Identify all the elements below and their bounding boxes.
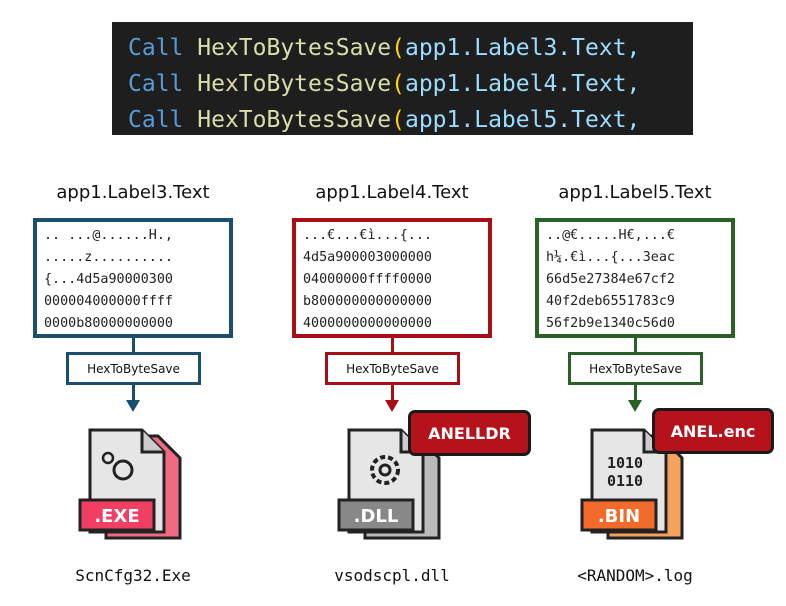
column-title: app1.Label3.Text <box>56 182 210 203</box>
column-title: app1.Label4.Text <box>315 182 469 203</box>
code-line: Call HexToBytesSave(app1.Label5.Text, <box>128 107 641 133</box>
hex-box: .. ...@......H., .....z.......... {...4d… <box>33 218 233 338</box>
function-box: HexToByteSave <box>568 352 703 385</box>
svg-text:0110: 0110 <box>607 472 643 490</box>
function-box: HexToByteSave <box>66 352 201 385</box>
arrow-down-icon <box>628 400 642 412</box>
connector <box>132 338 135 352</box>
exe-file-icon: .EXE <box>78 428 182 540</box>
code-snippet: Call HexToBytesSave(app1.Label3.Text, Ca… <box>112 22 693 135</box>
column-label4: app1.Label4.Text ...€...€ì...{... 4d5a90… <box>282 0 531 606</box>
column-title: app1.Label5.Text <box>558 182 712 203</box>
column-label5: app1.Label5.Text ..@€.....H€,...€ h¼.€ì.… <box>525 0 774 606</box>
badge-anelldr: ANELLDR <box>408 410 531 456</box>
hex-box: ..@€.....H€,...€ h¼.€ì...{...3eac 66d5e2… <box>535 218 735 338</box>
code-line: Call HexToBytesSave(app1.Label4.Text, <box>128 71 641 97</box>
connector <box>634 385 637 401</box>
badge-anel-enc: ANEL.enc <box>652 408 774 454</box>
output-filename: <RANDOM>.log <box>577 566 693 585</box>
svg-text:.DLL: .DLL <box>354 506 399 527</box>
arrow-down-icon <box>126 400 140 412</box>
arrow-down-icon <box>385 400 399 412</box>
code-line: Call HexToBytesSave(app1.Label3.Text, <box>128 35 641 61</box>
column-label3: app1.Label3.Text .. ...@......H., .....z… <box>23 0 243 606</box>
connector <box>132 385 135 401</box>
svg-text:.BIN: .BIN <box>598 506 640 527</box>
svg-text:1010: 1010 <box>607 454 643 472</box>
hex-box: ...€...€ì...{... 4d5a900003000000 040000… <box>292 218 492 338</box>
connector <box>391 385 394 401</box>
output-filename: ScnCfg32.Exe <box>75 566 191 585</box>
function-box: HexToByteSave <box>325 352 460 385</box>
output-filename: vsodscpl.dll <box>334 566 450 585</box>
connector <box>391 338 394 352</box>
svg-text:.EXE: .EXE <box>94 506 139 527</box>
bin-file-icon: 1010 0110 .BIN <box>580 428 684 540</box>
connector <box>634 338 637 352</box>
dll-file-icon: .DLL <box>337 428 441 540</box>
